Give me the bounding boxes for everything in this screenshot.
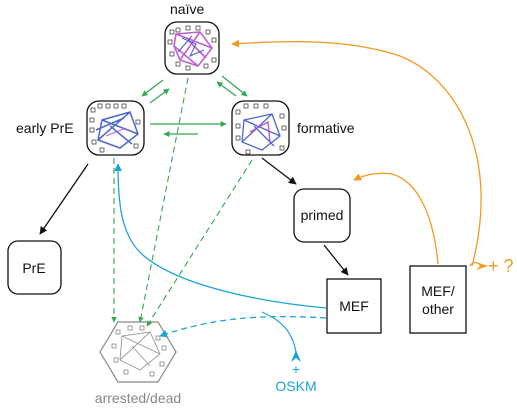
formative-node: formative <box>231 100 355 156</box>
formative-label: formative <box>297 120 355 136</box>
mef-other-to-naive-arrow <box>231 39 482 267</box>
arrested-node: arrested/dead <box>95 321 181 406</box>
naive-to-formative-arrow <box>221 75 248 97</box>
formative-to-naive-arrow <box>216 81 237 97</box>
mef-other-node: MEF/ other <box>409 265 467 334</box>
early-pre-to-naive-arrow <box>149 88 170 104</box>
primed-label: primed <box>301 207 344 223</box>
naive-to-early-pre-arrow <box>141 79 164 97</box>
oskm-label: OSKM <box>275 378 316 394</box>
mef-other-label-line1: MEF/ <box>421 283 455 299</box>
black-transitions <box>39 157 349 276</box>
unknown-feather-icon <box>476 262 488 270</box>
oskm-feather-icon <box>291 350 301 362</box>
naive-to-arrested-arrow <box>138 77 189 323</box>
early-pre-to-pre-arrow <box>39 163 89 235</box>
naive-label: naïve <box>170 1 204 17</box>
formative-to-arrested-arrow <box>146 159 253 327</box>
orange-reprogramming <box>231 39 488 270</box>
early-pre-node: early PrE <box>16 100 145 156</box>
green-transitions <box>141 75 248 137</box>
mef-node: MEF <box>326 278 382 334</box>
mef-to-early-pre-arrow <box>114 163 327 309</box>
blue-reprogramming <box>114 163 327 362</box>
unknown-factor-label: + ? <box>488 256 514 276</box>
primed-to-mef-arrow <box>323 244 349 276</box>
arrested-network-icon <box>111 325 167 377</box>
formative-to-primed-arrow <box>261 157 297 185</box>
formative-network-icon <box>235 103 287 155</box>
pre-label: PrE <box>22 260 45 276</box>
primed-node: primed <box>293 188 351 243</box>
early-pre-network-icon <box>89 103 141 153</box>
naive-network-icon <box>167 25 217 71</box>
arrested-label: arrested/dead <box>95 390 181 406</box>
mef-label: MEF <box>339 298 369 314</box>
pre-node: PrE <box>7 240 62 295</box>
mef-other-to-primed-arrow <box>353 172 439 265</box>
mef-to-arrested-arrow <box>159 315 327 338</box>
mef-other-label-line2: other <box>422 301 454 317</box>
early-pre-label: early PrE <box>16 120 74 136</box>
dashed-arrest-arrows <box>111 77 253 327</box>
oskm-input-line <box>261 311 297 353</box>
naive-node: naïve <box>164 1 220 75</box>
oskm-plus: + <box>292 361 300 377</box>
